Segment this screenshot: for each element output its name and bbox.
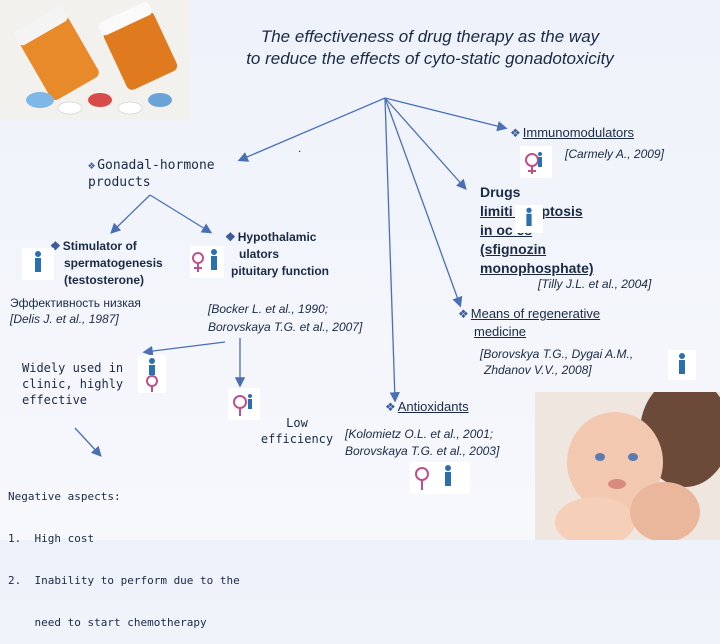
gender-icon	[668, 350, 696, 380]
node-regenerative: ❖Means of regenerative medicine	[458, 306, 601, 339]
pills-image	[0, 0, 190, 120]
immuno-ref: [Carmely A., 2009]	[565, 147, 664, 161]
node-gonadal-hormone: ❖Gonadal-hormone products	[88, 158, 215, 190]
bullet-icon: ❖	[510, 126, 521, 140]
bullet-icon: ❖	[225, 230, 236, 244]
arrow-to-drugs	[384, 97, 467, 190]
arrow-to-regen	[384, 97, 463, 308]
arrow-to-widely	[142, 341, 226, 357]
page-title: The effectiveness of drug therapy as the…	[246, 27, 614, 68]
gender-icon	[228, 388, 260, 420]
gender-icon	[190, 246, 224, 278]
bullet-icon: ❖	[458, 307, 469, 321]
low-efficiency-note: Low efficiency	[260, 416, 334, 446]
effect-note: Эффективность низкая [Delis J. et al., 1…	[10, 296, 141, 326]
gender-icon	[22, 248, 54, 280]
negative-aspects: Negative aspects: 1. High cost 2. Inabil…	[8, 490, 240, 629]
arrow-to-immuno	[384, 97, 508, 132]
arrows-layer	[74, 97, 508, 457]
node-antioxidants: ❖Antioxidants	[385, 399, 469, 414]
hypo-ref: [Bocker L. et al., 1990; Borovskaya T.G.…	[208, 302, 363, 334]
gender-icon	[138, 355, 166, 393]
arrow-to-antioxidants	[384, 97, 400, 403]
gender-icon	[515, 205, 543, 233]
arrow-to-stimulator	[110, 194, 151, 234]
widely-used-note: Widely used in clinic, highly effective	[22, 361, 124, 407]
node-hypothalamic: ❖Hypothalamic ulators pituitary function	[225, 230, 329, 278]
dot-mark: .	[298, 141, 302, 155]
antioxidants-ref: [Kolomietz O.L. et al., 2001; Borovskaya…	[345, 427, 500, 458]
bullet-icon: ❖	[88, 158, 96, 172]
node-immunomodulators: ❖Immunomodulators	[510, 125, 635, 140]
regen-ref: [Borovskya T.G., Dygai A.M., Zhdanov V.V…	[480, 347, 634, 377]
gender-icon	[520, 146, 552, 178]
arrow-to-negative	[74, 427, 102, 457]
arrow-to-hypothalamic	[149, 194, 213, 234]
baby-photo	[535, 392, 720, 540]
bullet-icon: ❖	[385, 400, 396, 414]
node-stimulator: ❖Stimulator of spermatogenesis (testoste…	[50, 239, 163, 287]
gender-icon	[410, 462, 470, 494]
arrow-to-gonadal	[237, 97, 386, 162]
drugs-ref: [Tilly J.L. et al., 2004]	[538, 277, 652, 291]
bullet-icon: ❖	[50, 239, 61, 253]
